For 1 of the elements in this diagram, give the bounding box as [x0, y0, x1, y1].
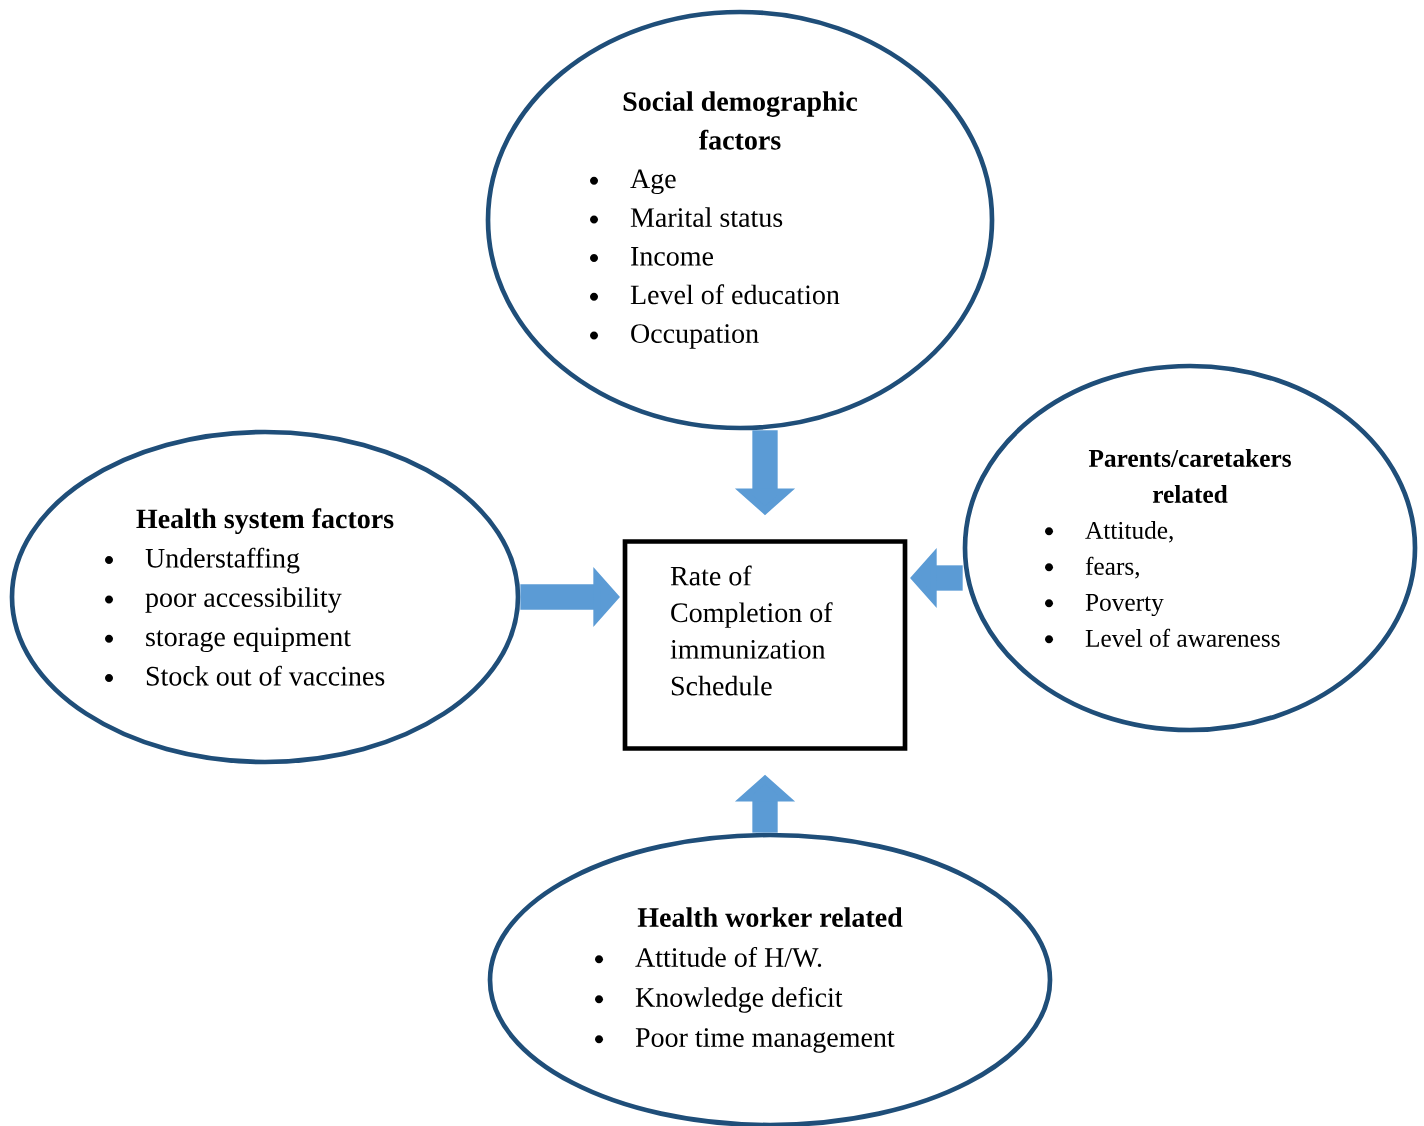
outcome-box: Rate of Completion of immunization Schedule — [622, 539, 908, 751]
